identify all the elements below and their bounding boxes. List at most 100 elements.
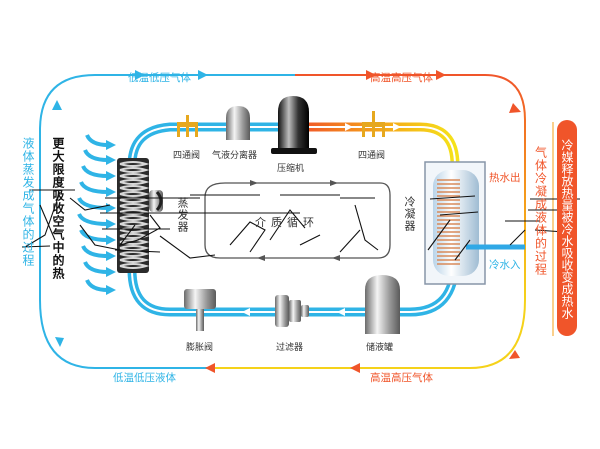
arrow-icon xyxy=(106,171,116,181)
label-receiver-tank: 储液罐 xyxy=(366,343,394,353)
flow-label-top-left: 低温低压气体 xyxy=(128,72,191,84)
arrow-icon xyxy=(337,308,345,316)
arrow-icon xyxy=(242,308,250,316)
compressor xyxy=(278,96,309,150)
note-right-inner: 气体冷凝成液体的过程 xyxy=(533,146,548,276)
label-filter: 过滤器 xyxy=(276,343,304,353)
coil-ring xyxy=(119,209,150,215)
watermark-stroke xyxy=(299,234,321,246)
inner-pipe-cold-top xyxy=(127,122,300,166)
watermark-stroke xyxy=(269,209,306,241)
outer-loop-hot-top xyxy=(295,74,526,300)
arrow-icon xyxy=(106,187,116,197)
condenser xyxy=(424,161,525,285)
filter xyxy=(275,295,309,327)
coil-ring xyxy=(119,227,150,233)
coil-ring xyxy=(119,263,150,269)
watermark-stroke xyxy=(454,239,471,261)
arrow-icon xyxy=(106,140,116,150)
arrow-icon xyxy=(106,219,116,229)
arrow-icon xyxy=(257,255,265,261)
arrow-icon xyxy=(106,235,116,245)
note-right-badge: 冷媒释放热量被冷水吸收变成热水 xyxy=(557,120,577,336)
watermark-stroke xyxy=(229,221,266,253)
arrow-icon xyxy=(198,70,208,80)
watermark-stroke xyxy=(39,204,56,241)
watermark-stroke xyxy=(69,197,111,211)
label-cold-water-in: 冷水入 xyxy=(489,259,521,271)
air-flow-arrow xyxy=(83,149,109,162)
arrow-icon xyxy=(350,363,360,373)
arrow-icon xyxy=(509,350,520,359)
watermark-stroke xyxy=(509,229,526,246)
medium-cycle-loop xyxy=(204,182,391,259)
air-flow-arrow xyxy=(83,261,109,274)
watermark-stroke xyxy=(339,229,361,253)
coil-ring xyxy=(119,251,150,257)
gas-liquid-separator xyxy=(226,106,250,140)
coil-ring xyxy=(119,215,150,221)
note-left-outer: 液体蒸发成气体的过程 xyxy=(21,137,35,267)
arrow-icon xyxy=(135,70,145,80)
air-flow-arrow xyxy=(77,213,109,226)
coil-ring xyxy=(119,185,150,191)
label-four-way-valve-left: 四通阀 xyxy=(173,151,201,161)
watermark-stroke xyxy=(21,245,51,248)
label-medium-cycle: 介质循环 xyxy=(255,216,319,229)
inner-pipe-hot-top xyxy=(300,122,460,166)
arrow-icon xyxy=(106,267,116,277)
arrow-icon xyxy=(106,285,116,295)
coil-ring xyxy=(119,221,150,227)
flow-label-bottom-right: 高温高压气体 xyxy=(370,372,433,384)
arrow-icon xyxy=(330,180,338,186)
watermark-stroke xyxy=(118,214,161,246)
air-flow-arrow xyxy=(85,279,109,292)
arrow-icon xyxy=(55,337,64,347)
flow-label-top-right: 高温高压气体 xyxy=(370,72,433,84)
label-compressor: 压缩机 xyxy=(277,164,305,174)
note-left-inner: 更大限度吸收空气中的热 xyxy=(51,137,65,280)
coil-ring xyxy=(119,161,150,167)
watermark-stroke xyxy=(159,235,216,259)
arrow-icon xyxy=(332,255,340,261)
watermark-stroke xyxy=(114,249,161,253)
arrow-icon xyxy=(393,123,401,131)
coil-ring xyxy=(119,239,150,245)
receiver-tank xyxy=(365,275,400,334)
air-flow-arrow xyxy=(85,134,109,147)
label-gas-liquid-separator: 气液分离器 xyxy=(212,151,258,161)
air-flow-arrows xyxy=(77,134,116,295)
flow-label-bottom-left: 低温低压液体 xyxy=(113,372,176,384)
air-flow-arrow xyxy=(77,197,109,210)
arrow-icon xyxy=(106,155,116,165)
coil-ring xyxy=(119,245,150,251)
coil-ring xyxy=(119,179,150,185)
four-way-valve-right xyxy=(362,111,385,137)
label-evaporator: 蒸发器 xyxy=(176,197,189,233)
air-flow-arrow xyxy=(81,245,109,258)
coil-ring xyxy=(119,167,150,173)
arrow-icon xyxy=(250,180,258,186)
watermark-stroke xyxy=(427,219,451,251)
coil-ring xyxy=(119,203,150,209)
air-flow-arrow xyxy=(79,181,109,194)
arrow-icon xyxy=(436,70,446,80)
coil-ring xyxy=(119,257,150,263)
air-flow-arrow xyxy=(81,165,109,178)
arrow-icon xyxy=(509,103,521,113)
compressor-base xyxy=(271,148,317,154)
outer-loop-cold-bottom xyxy=(39,299,210,369)
evaporator-coil xyxy=(117,158,163,273)
coil-ring xyxy=(119,173,150,179)
four-way-valve-left xyxy=(177,115,198,137)
label-four-way-valve-right: 四通阀 xyxy=(358,151,386,161)
watermark-stroke xyxy=(429,195,476,200)
watermark-stroke xyxy=(79,224,121,251)
expansion-valve xyxy=(184,289,216,331)
watermark-stroke xyxy=(354,204,379,251)
watermark-stroke xyxy=(24,191,61,248)
arrow-icon xyxy=(106,251,116,261)
inner-pipe-cold-bottom xyxy=(127,259,460,317)
outer-loop-hot-bottom xyxy=(210,299,526,369)
